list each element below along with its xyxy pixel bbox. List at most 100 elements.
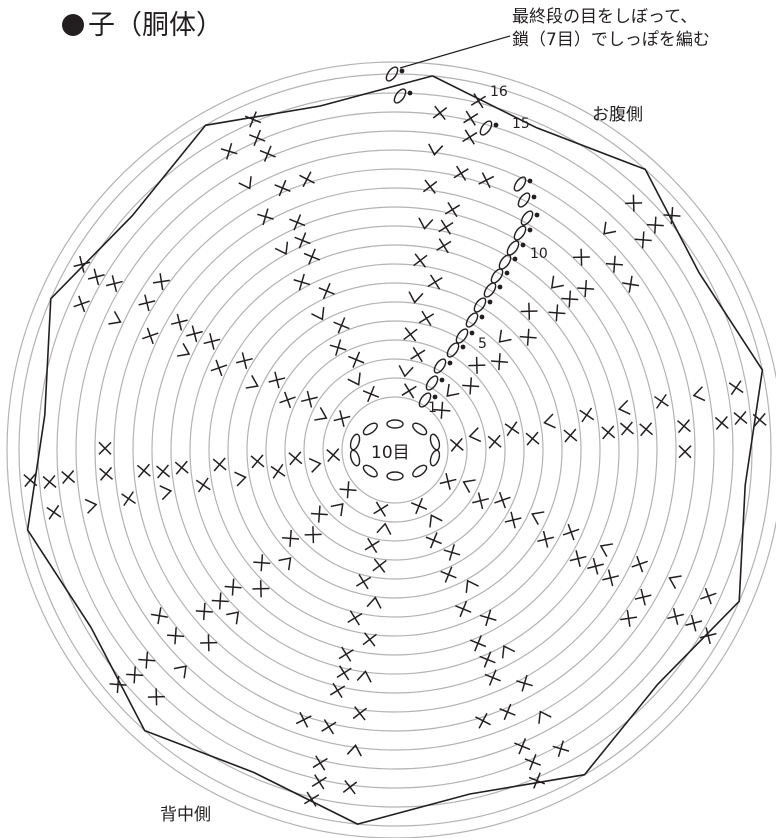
tail-note-line1: 最終段の目をしぼって、 bbox=[512, 7, 698, 27]
single-crochet-x bbox=[126, 666, 144, 684]
round-start-chain bbox=[446, 342, 460, 358]
round-ring bbox=[94, 149, 696, 751]
single-crochet-x bbox=[170, 313, 188, 331]
round-ring bbox=[6, 61, 776, 838]
chain-stitch bbox=[349, 433, 361, 451]
single-crochet-x bbox=[224, 578, 242, 596]
single-crochet-x bbox=[339, 481, 357, 499]
single-crochet-x bbox=[167, 627, 185, 645]
single-crochet-x bbox=[577, 280, 595, 298]
increase-v bbox=[501, 645, 516, 659]
single-crochet-x bbox=[236, 352, 253, 370]
single-crochet-x bbox=[699, 627, 717, 645]
single-crochet-x bbox=[318, 282, 335, 300]
single-crochet-x bbox=[249, 129, 266, 147]
single-crochet-x bbox=[572, 248, 590, 266]
single-crochet-x bbox=[312, 755, 328, 771]
single-crochet-x bbox=[620, 609, 638, 627]
single-crochet-x bbox=[401, 383, 417, 399]
single-crochet-x bbox=[449, 437, 464, 452]
single-crochet-x bbox=[270, 463, 286, 479]
single-crochet-x bbox=[210, 359, 228, 377]
single-crochet-x bbox=[625, 194, 643, 212]
increase-v bbox=[408, 291, 424, 304]
round-ring bbox=[75, 130, 715, 770]
increase-v bbox=[538, 710, 552, 724]
single-crochet-x bbox=[677, 419, 691, 434]
single-crochet-x bbox=[528, 772, 546, 789]
single-crochet-x bbox=[200, 634, 218, 652]
chain-stitch bbox=[362, 422, 378, 436]
single-crochet-x bbox=[504, 511, 522, 529]
single-crochet-x bbox=[569, 550, 587, 567]
round-number-10: 10 bbox=[530, 246, 548, 262]
tail-chain bbox=[385, 35, 540, 408]
single-crochet-x bbox=[311, 774, 327, 790]
increase-v bbox=[311, 307, 325, 321]
single-crochet-x bbox=[619, 421, 634, 436]
increase-v bbox=[347, 372, 361, 386]
increase-v bbox=[108, 311, 122, 325]
note-leader-line bbox=[399, 35, 511, 69]
single-crochet-x bbox=[537, 530, 554, 548]
single-crochet-x bbox=[520, 302, 538, 320]
single-crochet-x bbox=[463, 110, 479, 126]
single-crochet-x bbox=[186, 325, 203, 343]
single-crochet-x bbox=[462, 129, 478, 145]
single-crochet-x bbox=[418, 310, 435, 326]
single-crochet-x bbox=[220, 142, 238, 160]
single-crochet-x bbox=[268, 371, 286, 389]
round-start-chain bbox=[455, 328, 469, 344]
round-start-chain bbox=[425, 375, 439, 391]
single-crochet-x bbox=[288, 451, 303, 466]
single-crochet-x bbox=[563, 428, 578, 443]
single-crochet-x bbox=[333, 317, 350, 334]
round-start-chain bbox=[465, 312, 479, 328]
single-crochet-x bbox=[468, 356, 486, 374]
single-crochet-x bbox=[410, 346, 426, 363]
single-crochet-x bbox=[352, 706, 368, 721]
single-crochet-x bbox=[700, 587, 717, 605]
increase-v bbox=[498, 329, 512, 343]
single-crochet-x bbox=[653, 393, 669, 409]
increase-v bbox=[446, 383, 460, 397]
single-crochet-x bbox=[562, 523, 580, 541]
round-guide-rings bbox=[6, 61, 776, 838]
increase-v bbox=[308, 457, 322, 473]
single-crochet-x bbox=[373, 501, 389, 517]
increase-v bbox=[173, 665, 187, 679]
round-start-chain bbox=[393, 88, 407, 104]
single-crochet-x bbox=[289, 214, 306, 231]
single-crochet-x bbox=[438, 219, 454, 235]
slip-stitch-dot bbox=[432, 394, 438, 400]
single-crochet-x bbox=[667, 607, 685, 625]
single-crochet-x bbox=[299, 171, 315, 188]
round-ring bbox=[56, 111, 734, 789]
single-crochet-x bbox=[639, 422, 654, 437]
bullet-dot bbox=[62, 14, 84, 36]
round-start-chain bbox=[498, 254, 512, 270]
round-ring bbox=[113, 168, 677, 732]
increase-v bbox=[531, 511, 545, 525]
single-crochet-x bbox=[99, 466, 113, 481]
single-crochet-x bbox=[372, 558, 387, 573]
single-crochet-x bbox=[425, 532, 442, 549]
round-start-chain bbox=[520, 210, 534, 226]
round-ring bbox=[246, 301, 544, 599]
single-crochet-x bbox=[685, 614, 703, 632]
slip-stitch-dot bbox=[531, 194, 537, 200]
single-crochet-x bbox=[347, 610, 363, 626]
round-start-chain bbox=[513, 176, 527, 192]
single-crochet-x bbox=[293, 273, 311, 291]
single-crochet-x bbox=[338, 646, 354, 662]
belly-side-label: お腹側 bbox=[592, 105, 643, 125]
single-crochet-x bbox=[519, 328, 537, 346]
increase-v bbox=[245, 375, 259, 389]
single-crochet-x bbox=[443, 544, 461, 561]
increase-outline bbox=[26, 75, 764, 825]
increase-v bbox=[234, 471, 247, 487]
chain-stitch bbox=[429, 433, 441, 451]
single-crochet-x bbox=[195, 602, 213, 620]
increase-v bbox=[226, 611, 240, 625]
slip-stitch-dot bbox=[493, 122, 499, 128]
